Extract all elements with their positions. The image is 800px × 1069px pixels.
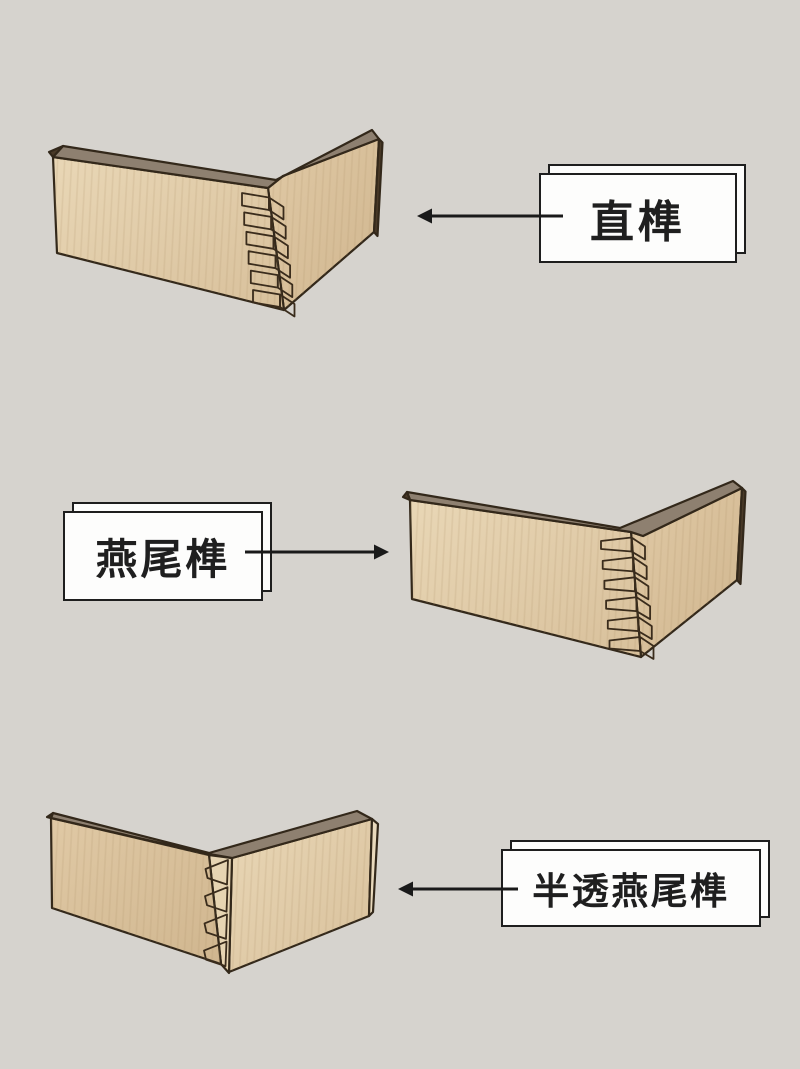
board-top-faces: [51, 128, 381, 190]
board-top-faces: [405, 479, 744, 538]
dovetail-joint-label: 燕尾榫: [95, 535, 231, 583]
left-end-edge: [401, 490, 412, 502]
right-end-edge: [372, 137, 384, 238]
half-blind-dovetail-illustration: [45, 809, 380, 975]
finger-joint-label: 直榫: [590, 198, 686, 247]
left-end-edge: [47, 144, 65, 159]
arrow-left-icon: [398, 881, 518, 897]
label-card-finger-joint: 直榫: [539, 173, 737, 263]
board-top-faces: [49, 809, 374, 860]
half-blind-dovetail-notches: [203, 859, 229, 967]
finger-joint-notches: [241, 192, 296, 318]
arrow-left-icon: [417, 208, 563, 224]
arrow-right-icon: [245, 544, 389, 560]
label-card-half-blind-dovetail: 半透燕尾榫: [501, 849, 761, 927]
dovetail-joint-illustration: [401, 479, 747, 660]
finger-joint-illustration: [47, 128, 384, 318]
right-end-face: [367, 817, 380, 918]
left-board: [49, 816, 223, 966]
label-card-dovetail-joint: 燕尾榫: [63, 511, 263, 601]
right-end-edge: [735, 486, 747, 586]
left-board: [408, 498, 643, 659]
dovetail-notches: [600, 536, 655, 660]
left-end-edge: [45, 811, 55, 820]
right-board: [266, 137, 381, 312]
half-blind-dovetail-label: 半透燕尾榫: [532, 871, 730, 912]
left-board: [51, 155, 286, 312]
